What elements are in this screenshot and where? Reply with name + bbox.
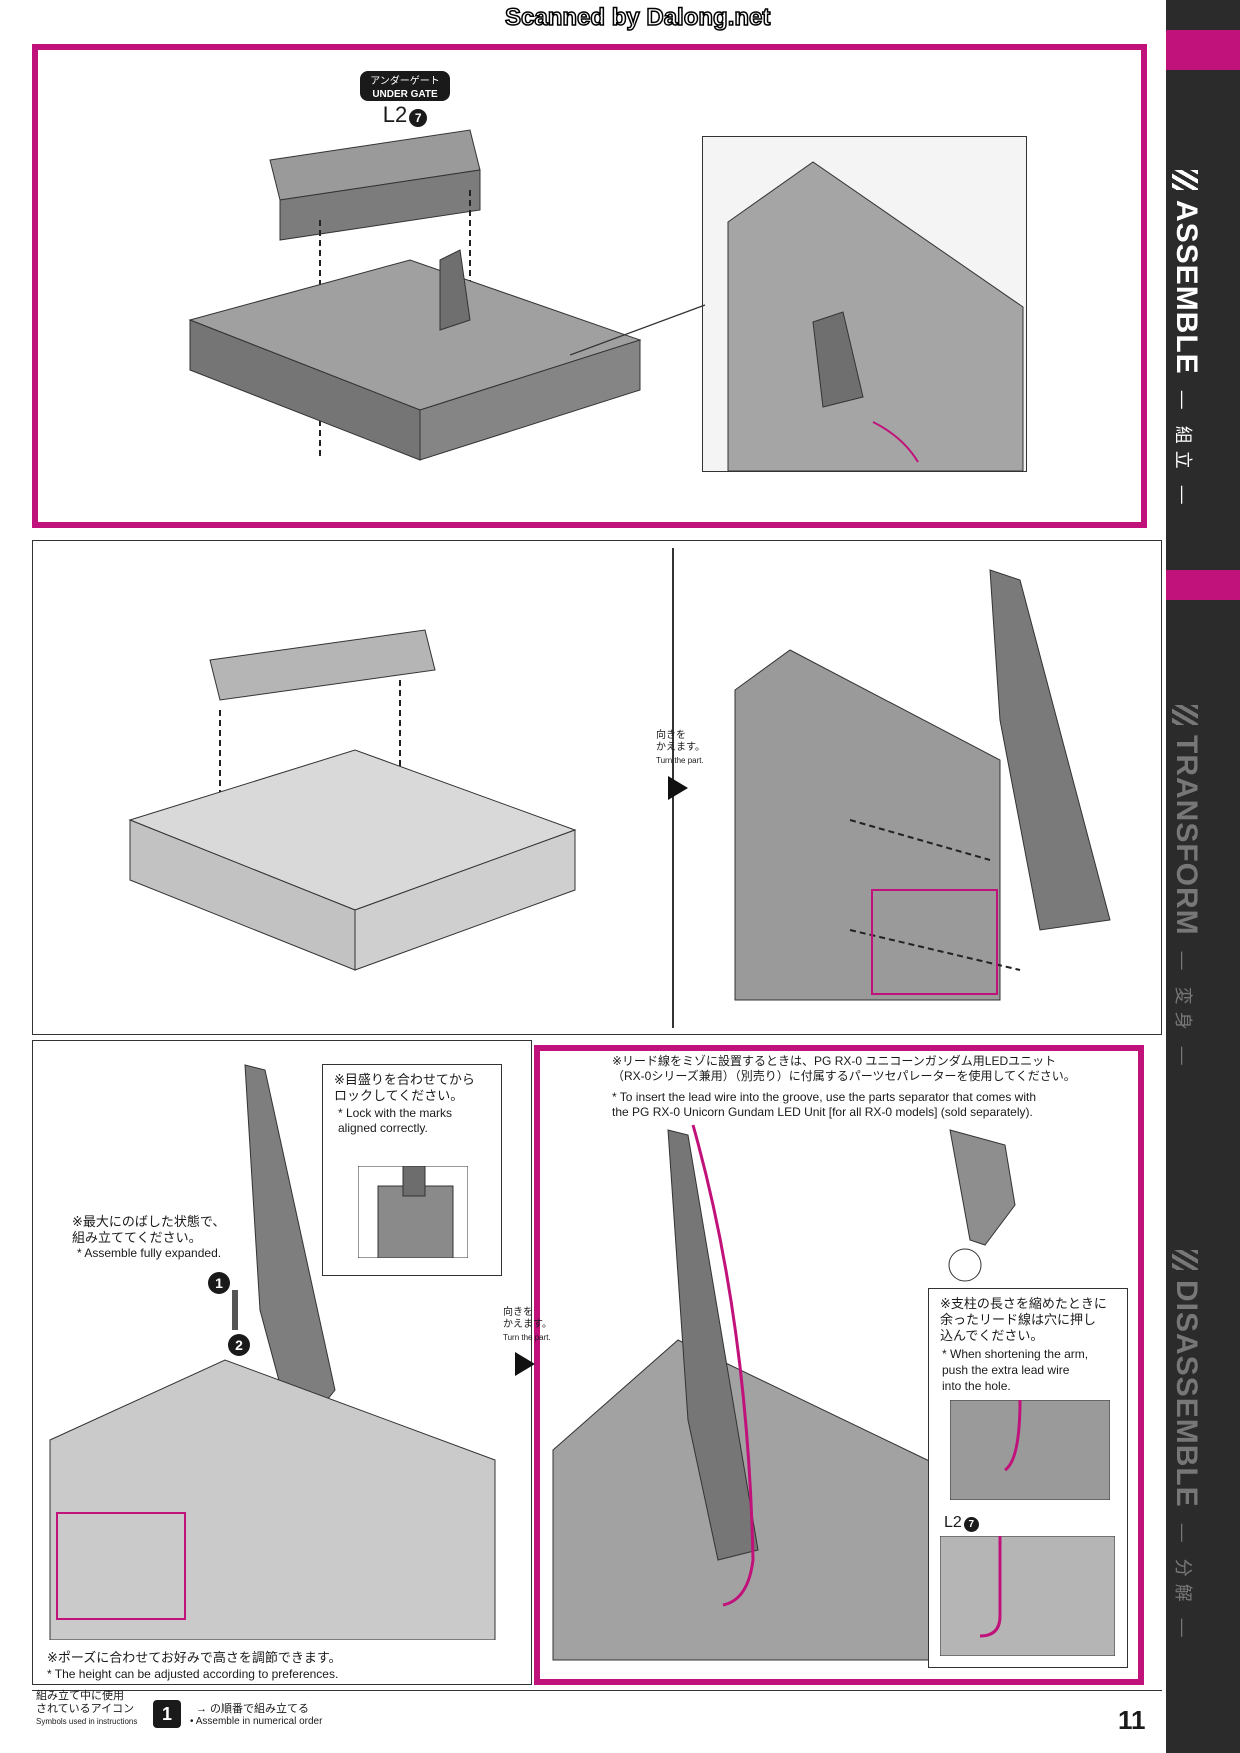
step1-panel [32,44,1147,528]
scan-credit: Scanned by Dalong.net [504,3,771,32]
detail-inset-illustration [727,161,1024,471]
sidebar-accent-mid [1166,570,1240,600]
section-sidebar [1166,0,1240,1753]
lock-note-jp: ※目盛りを合わせてから ロックしてください。 [334,1072,475,1103]
lead-note-jp: ※リード線をミゾに設置するときは、PG RX-0 ユニコーンガンダム用LEDユニ… [612,1054,1076,1083]
step2-right-illustration [734,569,1111,1001]
step3-illustration [49,1064,496,1640]
sequence-step-2: 2 [228,1334,250,1356]
part-number-badge: 7 [409,109,428,127]
slash-icon [1171,1250,1198,1270]
step1-illustration [188,129,642,461]
part-label-en: UNDER GATE [360,88,450,101]
step2-panel [32,540,1162,1035]
height-note-en: * The height can be adjusted according t… [47,1667,339,1681]
turn-note-step2-jp: 向きを かえます。 [656,730,705,753]
lock-note-en: * Lock with the marks aligned correctly. [338,1106,453,1135]
detail-part-number-badge: 7 [963,1517,979,1532]
height-note-jp: ※ポーズに合わせてお好みで高さを調節できます。 [47,1650,342,1665]
footer-icons-jp: 組み立て中に使用 されているアイコン [36,1690,135,1715]
sidebar-assemble: ASSEMBLE — 組 立 — [1169,170,1203,505]
part-label-jp: アンダーゲート [360,71,450,88]
sequence-step-1: 1 [208,1272,230,1294]
expand-note-jp: ※最大にのばした状態で、 組み立ててください。 [72,1214,226,1245]
slash-icon [1171,170,1198,190]
sidebar-transform: TRANSFORM — 変 身 — [1169,705,1203,1066]
footer-bar [32,1690,1162,1691]
lead-note-en: * To insert the lead wire into the groov… [612,1090,1037,1119]
turn-arrow-step4-icon [515,1352,535,1376]
page-number: 11 [1118,1705,1146,1735]
shorten-detail-illustration [950,1400,1110,1500]
turn-note-step4-jp: 向きを かえます。 [503,1307,552,1330]
step2-left-illustration [128,629,577,971]
turn-note-step4-en: Turn the part. [503,1333,551,1342]
turn-arrow-icon [668,776,688,800]
part-code: L2 [382,102,408,127]
turn-note-step2-en: Turn the part. [656,756,704,765]
footer-step-icon: 1 [153,1700,181,1728]
sidebar-disassemble: DISASSEMBLE — 分 解 — [1169,1250,1203,1638]
lead-wire-highlight-box [871,889,998,995]
footer-icons-en: Symbols used in instructions [36,1717,138,1726]
height-adjust-highlight-box [56,1512,186,1620]
shorten-note-jp: ※支柱の長さを縮めたときに 余ったリード線は穴に押し 込んでください。 [940,1296,1107,1343]
footer-order-jp: → の順番で組み立てる [196,1703,310,1715]
parts-separator-illustration [948,1129,1016,1282]
sidebar-accent-top [1166,30,1240,70]
slash-icon [1171,705,1198,725]
expand-note-en: * Assemble fully expanded. [77,1246,222,1260]
groove-detail-illustration [940,1536,1115,1656]
step4-illustration [552,1124,949,1661]
detail-part-code: L2 [944,1514,962,1531]
shorten-note-en: * When shortening the arm, push the extr… [942,1347,1089,1393]
footer-order-en: • Assemble in numerical order [190,1716,323,1727]
step4-panel [534,1045,1144,1685]
detail-leader-line [570,304,706,356]
lock-marks-detail [358,1166,468,1258]
